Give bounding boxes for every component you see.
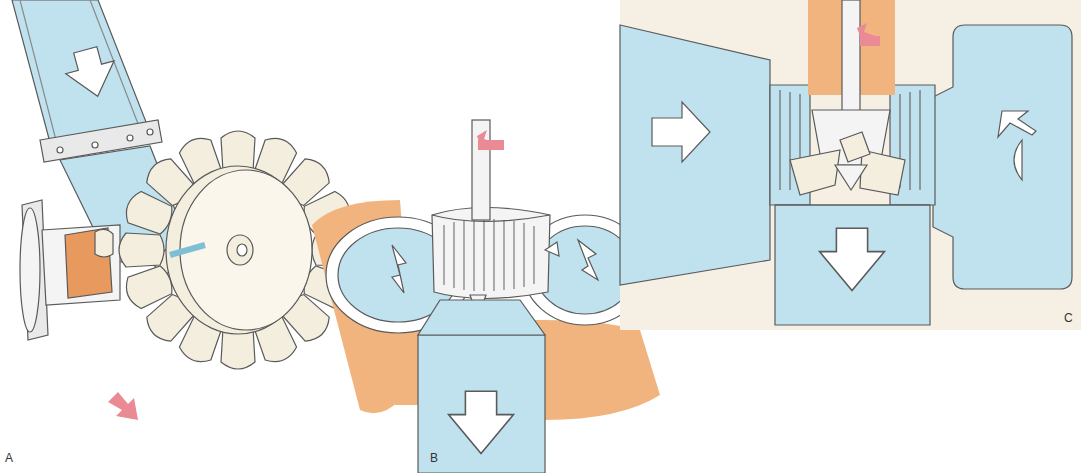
francis-turbine (312, 120, 660, 473)
panel-letter: A (5, 452, 13, 465)
kaplan-turbine (620, 0, 1081, 330)
panel-letter: B (430, 452, 438, 465)
panel-letter: C (1064, 312, 1073, 325)
pelton-wheel (12, 0, 357, 420)
